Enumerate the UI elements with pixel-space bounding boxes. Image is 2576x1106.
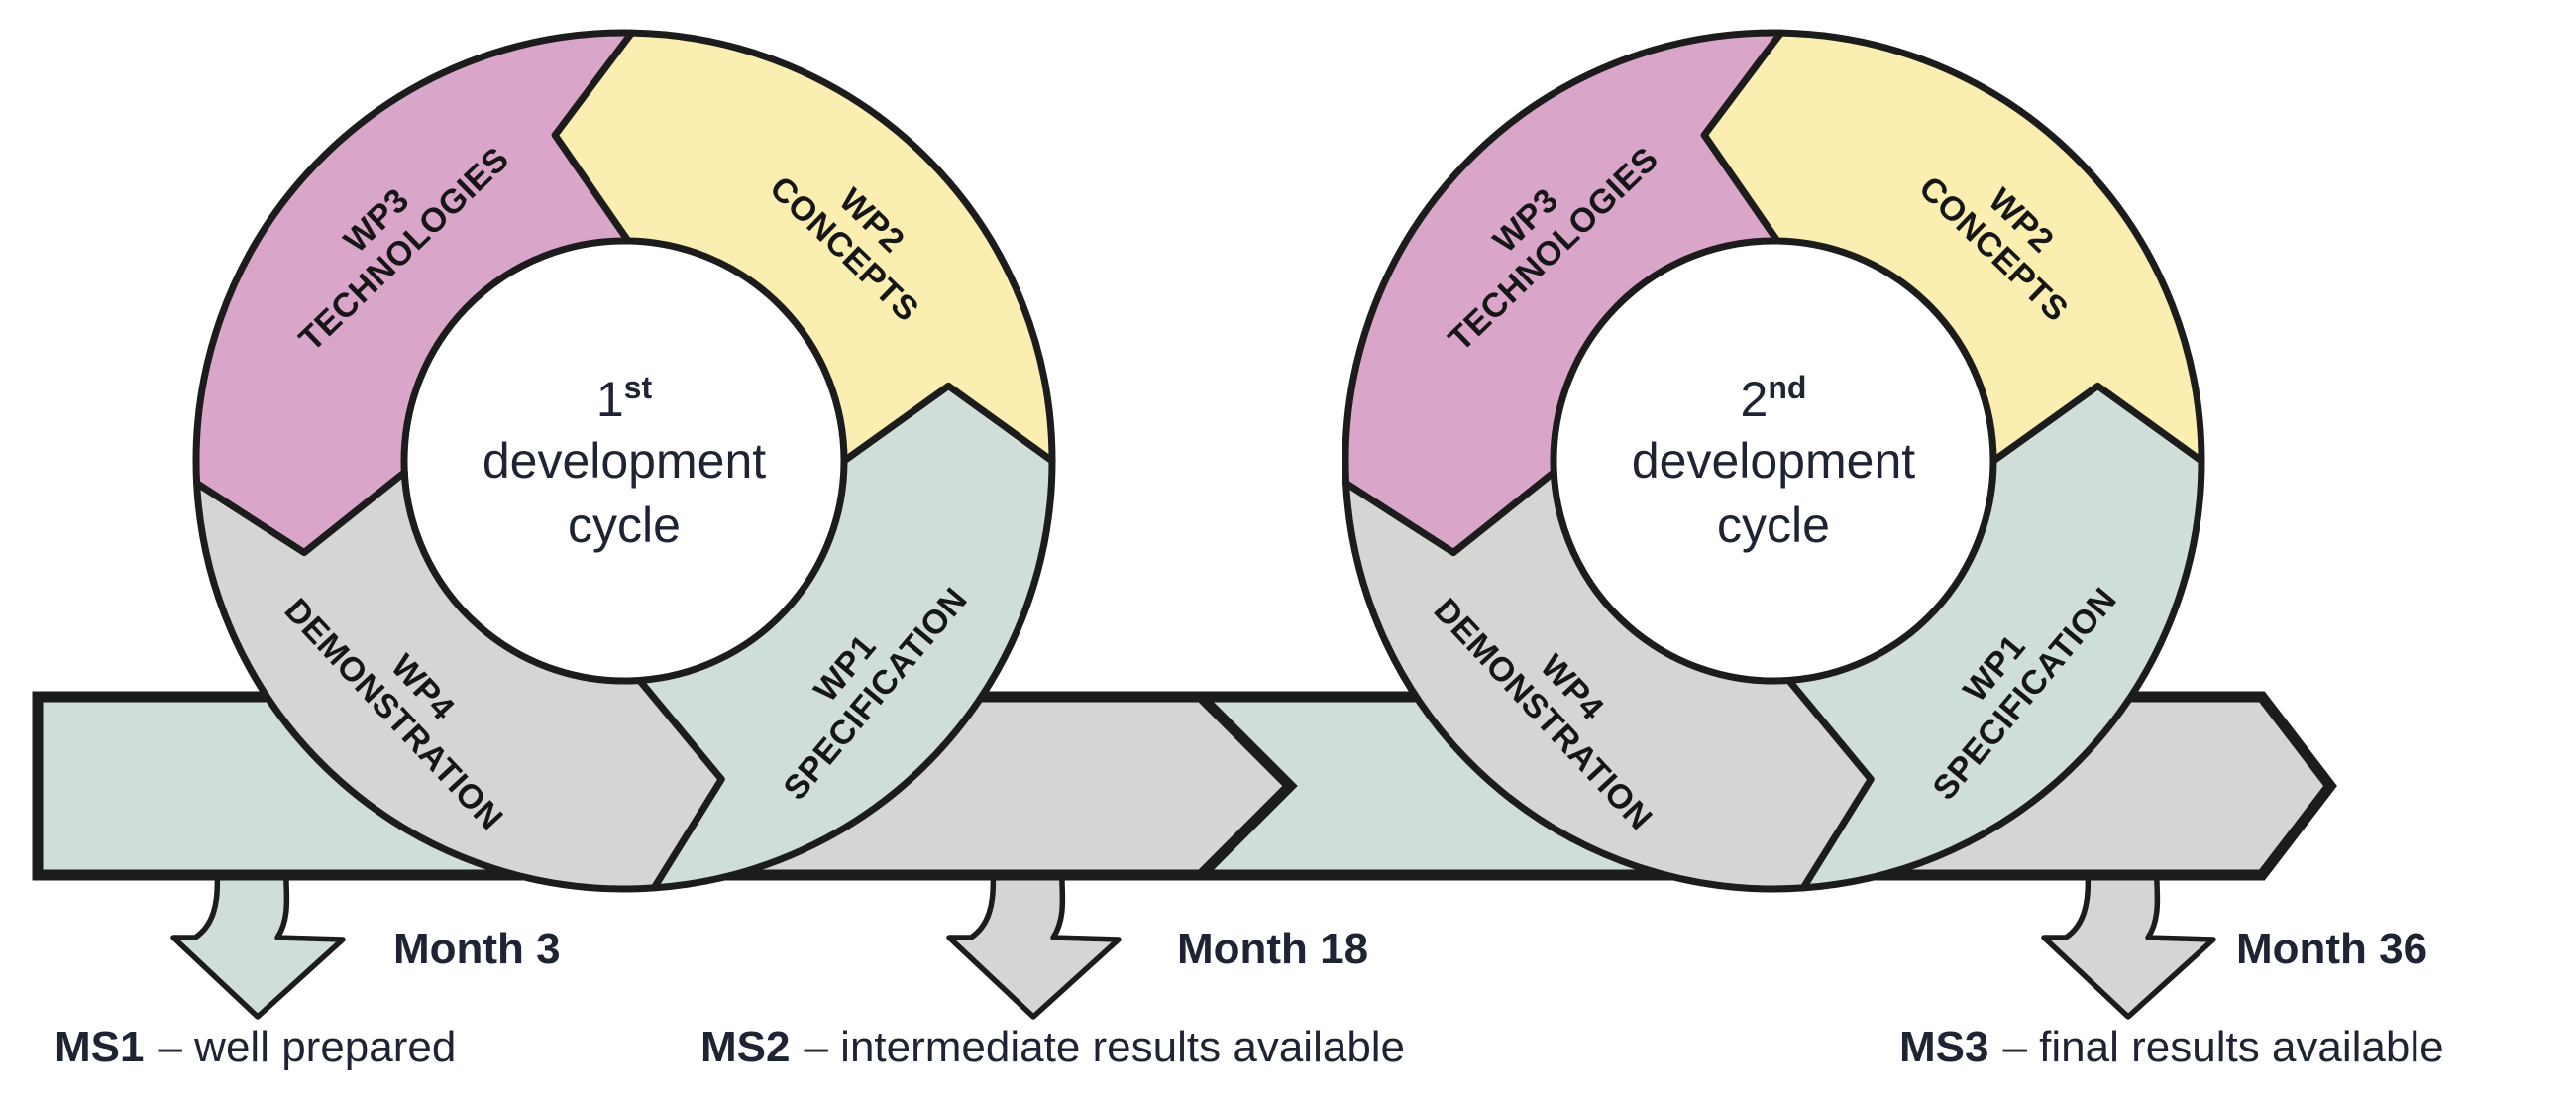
cycle-2-segment-wp3 (1342, 29, 1784, 557)
cycle-1-ordinal: 1st (596, 370, 653, 427)
cycle-1-segment-wp2 (551, 29, 1056, 465)
milestone-labels-layer: Month 3 MS1 – well prepared Month 18 MS2 – in… (54, 925, 2444, 1071)
milestone-arrow-ms2 (946, 869, 1122, 1020)
cycle-1-segment-wp3 (192, 29, 635, 557)
cycle-1-segment-wp1 (636, 382, 1056, 892)
cycle-1-center-line2: development (483, 433, 766, 489)
ordinal-number: 1 (596, 372, 624, 427)
milestone-description: – intermediate results available (804, 1023, 1405, 1071)
milestone-text-ms1: MS1 – well prepared (54, 1023, 456, 1071)
milestone-description: – final results available (2002, 1023, 2443, 1071)
milestone-arrow-ms3 (2041, 869, 2216, 1020)
month-label-ms1: Month 3 (393, 925, 561, 973)
milestone-id: MS1 (54, 1023, 144, 1071)
ordinal-suffix: st (624, 370, 653, 405)
milestone-id: MS2 (700, 1023, 790, 1071)
cycle-2-ordinal: 2nd (1741, 370, 1807, 427)
milestone-text-ms2: MS2 – intermediate results available (700, 1023, 1405, 1071)
cycle-2: WP1SPECIFICATIONWP2CONCEPTSWP3TECHNOLOGI… (1342, 29, 2205, 893)
milestone-arrows-layer (170, 869, 2216, 1020)
ordinal-suffix: nd (1768, 370, 1806, 405)
cycle-2-center-line2: development (1632, 433, 1915, 489)
month-label-ms2: Month 18 (1177, 925, 1368, 973)
milestone-id: MS3 (1899, 1023, 1988, 1071)
cycle-2-center-line3: cycle (1717, 498, 1830, 553)
month-label-ms3: Month 36 (2236, 925, 2427, 973)
cycle-2-segment-wp1 (1785, 382, 2205, 892)
milestone-description: – well prepared (158, 1023, 456, 1071)
cycle-1: WP1SPECIFICATIONWP2CONCEPTSWP3TECHNOLOGI… (192, 29, 1056, 893)
cycle-2-segment-wp4 (1342, 469, 1875, 893)
cycle-1-center-line3: cycle (568, 498, 681, 553)
milestone-text-ms3: MS3 – final results available (1899, 1023, 2444, 1071)
ordinal-number: 2 (1741, 372, 1769, 427)
cycle-2-segment-wp2 (1700, 29, 2205, 465)
cycle-1-segment-wp4 (193, 469, 725, 893)
milestone-arrow-ms1 (170, 869, 346, 1020)
